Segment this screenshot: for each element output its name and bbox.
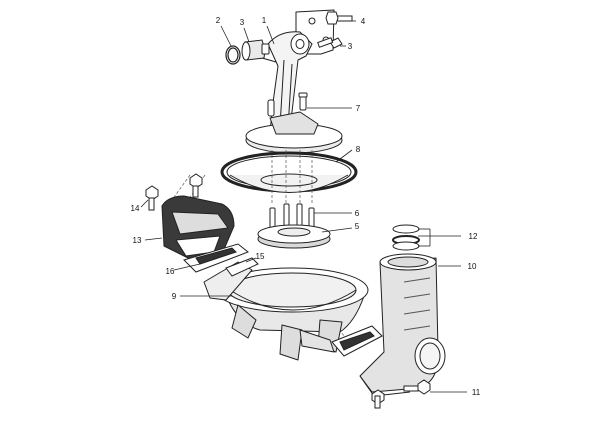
part-13-cover	[161, 195, 235, 263]
part-14-bolts	[145, 173, 203, 211]
callout-5: 5	[355, 222, 360, 231]
callout-2: 2	[216, 16, 221, 25]
callout-3-bolt: 3	[348, 42, 353, 51]
callout-15: 15	[256, 252, 265, 261]
callout-1: 1	[262, 16, 267, 25]
part-1-lever-arm	[245, 9, 343, 154]
callout-6: 6	[355, 209, 360, 218]
part-5-lower-plate	[257, 224, 331, 249]
callout-3-top: 3	[240, 18, 245, 27]
callout-16: 16	[166, 267, 175, 276]
part-4-bolt	[325, 11, 353, 25]
callout-8: 8	[356, 145, 361, 154]
callout-9: 9	[172, 292, 177, 301]
leader-lines	[140, 20, 467, 393]
part-7-screw	[298, 92, 308, 111]
callout-11: 11	[472, 388, 481, 397]
callout-10: 10	[468, 262, 477, 271]
part-3-pin	[241, 39, 270, 61]
part-9-base-housing	[203, 261, 369, 361]
part-12-seal-rings	[392, 224, 420, 251]
callout-7: 7	[356, 104, 361, 113]
part-10-column	[359, 253, 446, 397]
callout-14: 14	[131, 204, 140, 213]
callout-12: 12	[469, 232, 478, 241]
part-6-studs	[269, 203, 315, 231]
part-2-snap-ring	[225, 45, 241, 65]
callout-labels: 1 2 3 3 4 7 8 6 5 14 13 16 15 9 12 10 11	[131, 16, 481, 397]
part-16-gasket	[183, 243, 249, 273]
callout-13: 13	[133, 236, 142, 245]
part-15-gasket	[225, 257, 259, 277]
part-8-diaphragm	[220, 151, 358, 193]
callout-4: 4	[361, 17, 366, 26]
part-11-bolts	[371, 379, 431, 409]
column-gasket	[331, 325, 383, 357]
part-3-bolt-small	[317, 37, 343, 49]
